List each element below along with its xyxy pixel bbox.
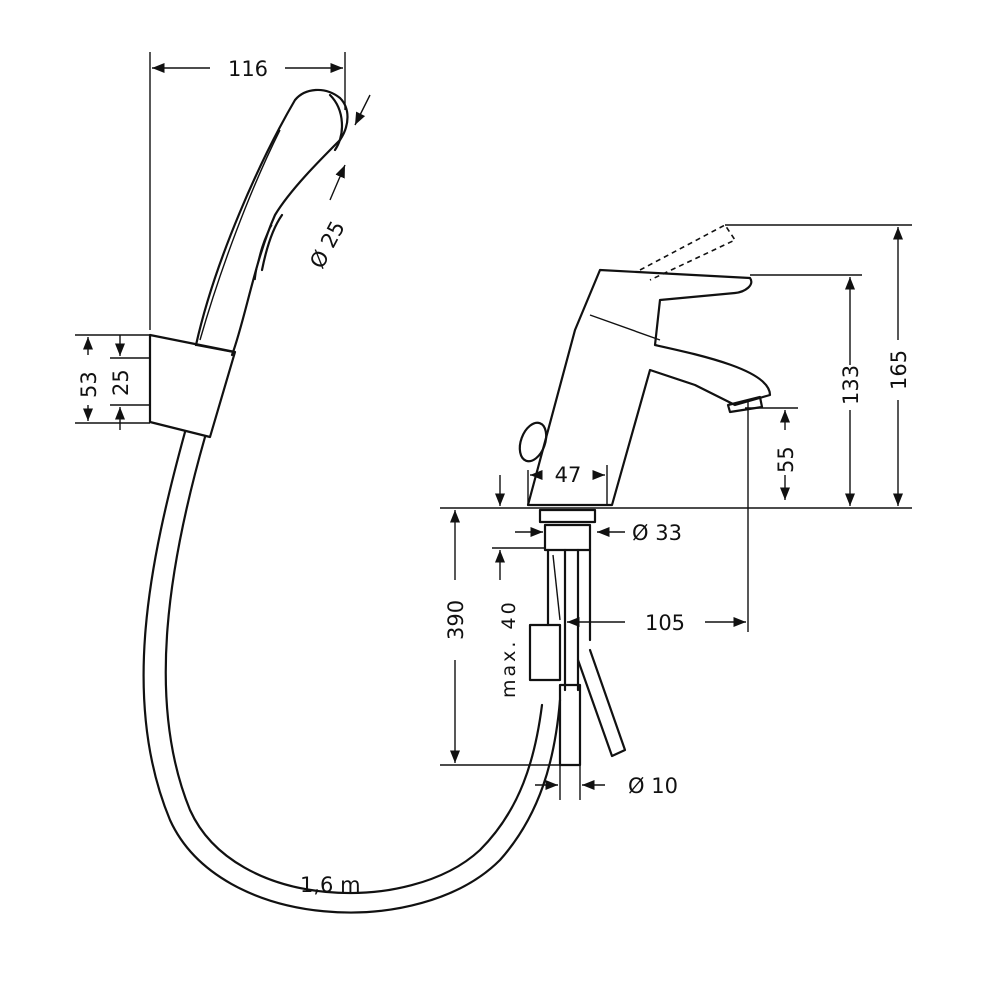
dim-outlet-height: 55 — [745, 407, 798, 500]
dim-holder: 53 25 — [75, 334, 150, 430]
label-390: 390 — [444, 600, 468, 640]
dim-shower-width: 116 — [149, 52, 346, 330]
dim-body-width: 47 — [527, 463, 608, 505]
label-max-40: max. 40 — [498, 599, 520, 698]
label-53: 53 — [77, 371, 101, 398]
dim-shower-diameter: Ø 25 — [305, 94, 371, 272]
faucet-body — [518, 223, 772, 507]
label-105: 105 — [645, 611, 685, 635]
shower-holder — [148, 333, 237, 439]
dim-spout-reach: 105 — [567, 400, 749, 635]
label-133: 133 — [839, 365, 863, 405]
label-d10: Ø 10 — [628, 774, 678, 798]
hand-shower — [194, 88, 349, 357]
label-hose-length: 1,6 m — [300, 873, 361, 897]
dim-total-height: 165 — [725, 224, 912, 506]
label-116: 116 — [228, 57, 268, 81]
dim-connection-diameter: Ø 10 — [535, 765, 678, 800]
dim-spout-height: 133 — [750, 274, 863, 506]
label-25: 25 — [109, 369, 133, 396]
dim-hose-below: 390 — [440, 510, 562, 766]
label-55: 55 — [774, 446, 798, 473]
faucet-connections — [528, 508, 627, 767]
label-47: 47 — [555, 463, 582, 487]
label-d33: Ø 33 — [632, 521, 682, 545]
label-d25: Ø 25 — [305, 217, 350, 272]
dim-max-deck: max. 40 — [492, 475, 545, 698]
shower-hose — [142, 430, 562, 914]
dim-base-diameter: Ø 33 — [515, 521, 682, 545]
label-165: 165 — [887, 350, 911, 390]
